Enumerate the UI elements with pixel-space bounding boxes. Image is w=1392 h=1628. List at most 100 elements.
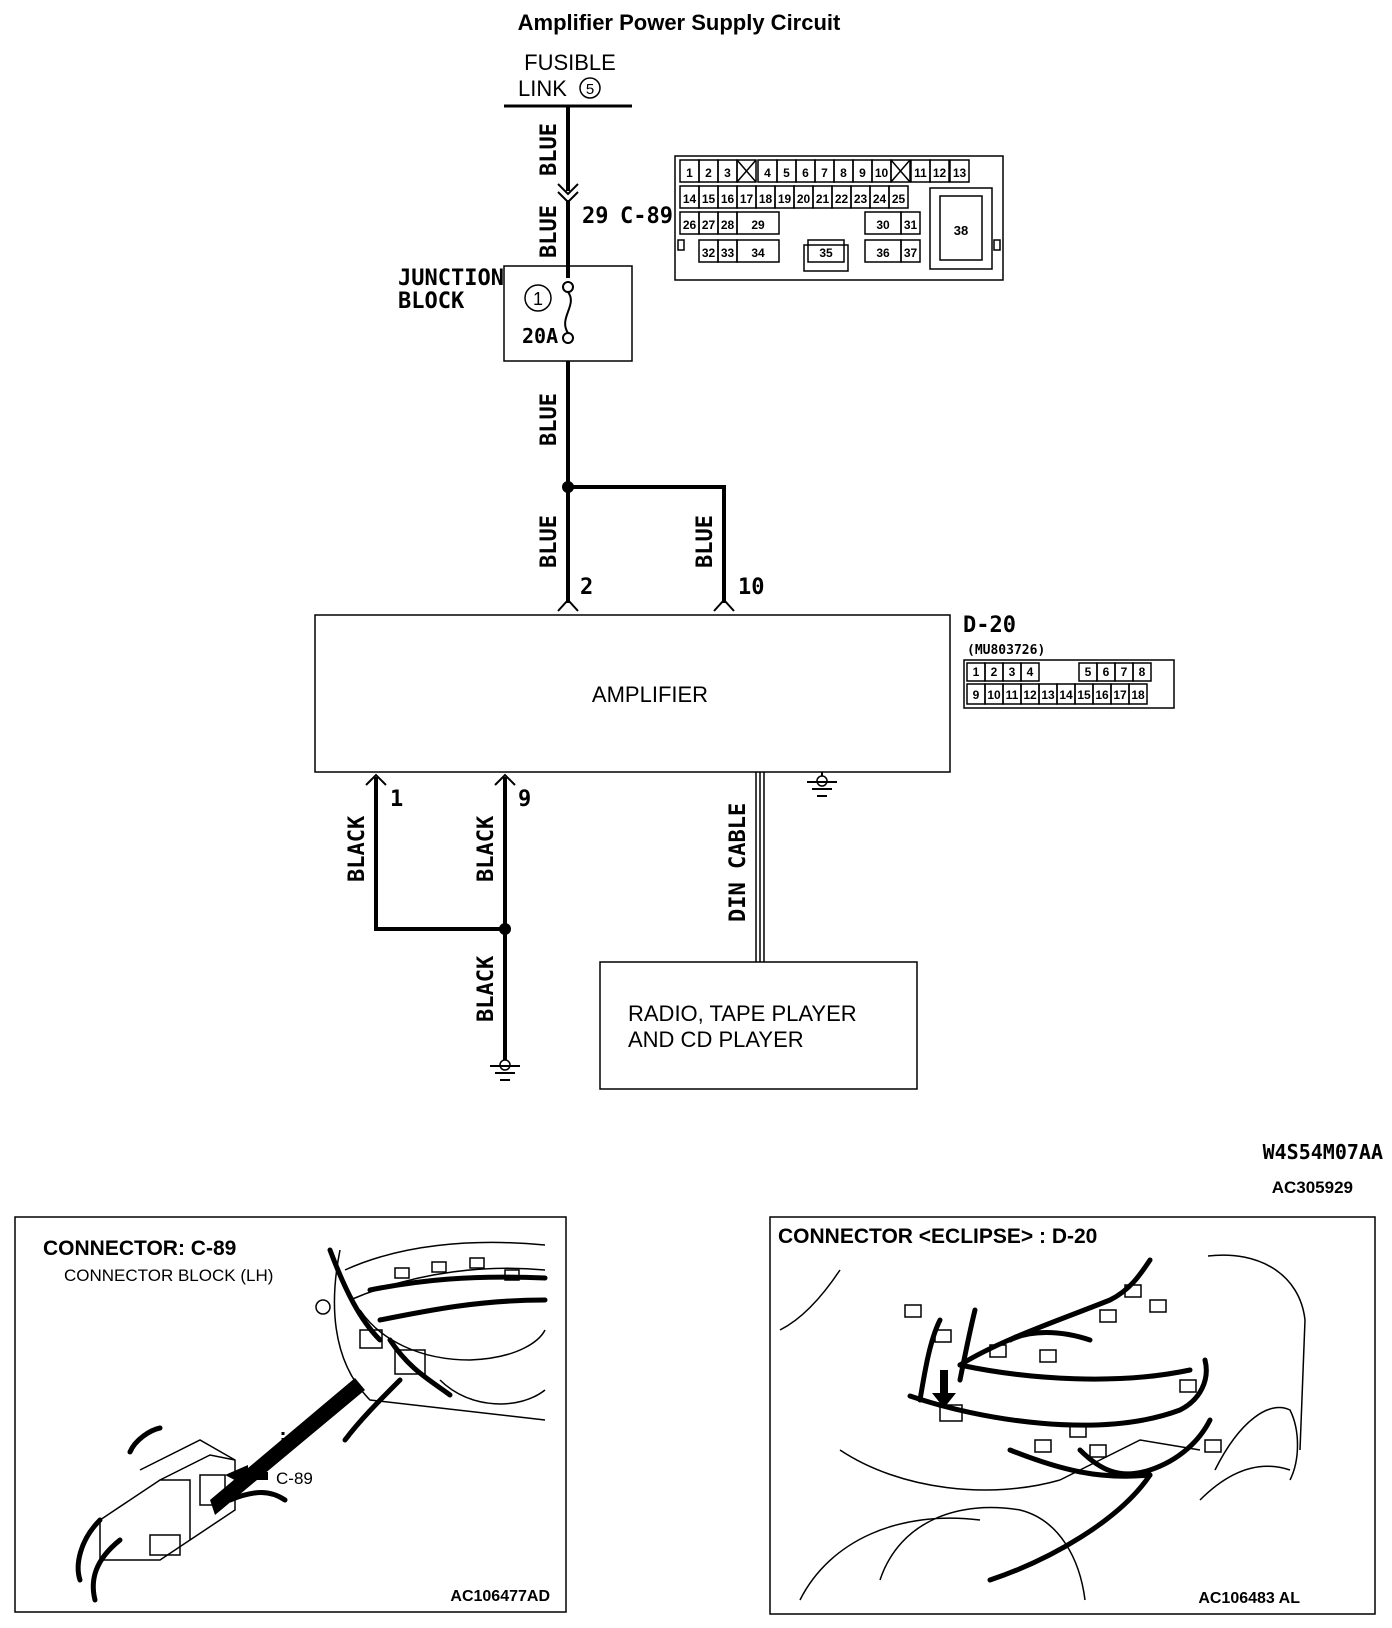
connector-pin-number: 25 (892, 192, 906, 206)
connector-pin-number: 9 (973, 688, 980, 702)
connector-pin-number: 4 (1027, 665, 1034, 679)
connector-pin-number: 32 (702, 246, 716, 260)
wire-label-blue-1: BLUE (537, 123, 562, 176)
d20-part-number: (MU803726) (967, 643, 1045, 658)
d20-connector-face (963, 659, 1175, 709)
connector-pin-number: 16 (721, 192, 735, 206)
radio-box-line2: AND CD PLAYER (628, 1027, 804, 1052)
panel-d20-title: CONNECTOR <ECLIPSE> : D-20 (778, 1225, 1097, 1248)
amplifier-box (314, 614, 951, 773)
diagram-code: W4S54M07AA (1263, 1140, 1383, 1164)
connector-pin-number: 26 (683, 218, 697, 232)
connector-pin-number: 27 (702, 218, 716, 232)
connector-pin-cell (736, 239, 780, 263)
connector-pin-number: 35 (819, 246, 833, 260)
connector-pin-number: 17 (740, 192, 754, 206)
connector-pin-number: 29 (751, 218, 765, 232)
blue-wire-lower: BLUE BLUE BLUE (537, 361, 735, 612)
connector-pin-number: 1 (686, 166, 693, 180)
radio-box-line1: RADIO, TAPE PLAYER (628, 1001, 857, 1026)
junction-block-line2: BLOCK (398, 289, 465, 314)
connector-pin-number: 7 (821, 166, 828, 180)
wire-label-black-2: BLACK (474, 815, 499, 882)
d20-label: D-20 (963, 613, 1016, 638)
connector-pin-number: 24 (873, 192, 887, 206)
connector-pin-number: 36 (876, 246, 890, 260)
connector-pin-cell (1020, 662, 1040, 682)
black-wires: BLACK BLACK BLACK (345, 773, 516, 1060)
d20-arrow-icon (932, 1370, 956, 1408)
wire-label-black-1: BLACK (345, 815, 370, 882)
fusible-link-number: 5 (586, 81, 594, 98)
connector-pin-cell (949, 159, 970, 183)
panel-d20-code: AC106483 AL (1198, 1590, 1300, 1607)
connector-pin-number: 6 (802, 166, 809, 180)
panel-c89-code: AC106477AD (450, 1588, 550, 1605)
amp-pin-1: 1 (390, 787, 403, 812)
panel-c89-subtitle: CONNECTOR BLOCK (LH) (64, 1266, 273, 1285)
connector-pin-number: 2 (991, 665, 998, 679)
connector-pin-number: 6 (1103, 665, 1110, 679)
fuse-terminal-top (562, 281, 574, 293)
connector-pin-number: 23 (854, 192, 868, 206)
connector-pin-number: 19 (778, 192, 792, 206)
wire-label-blue-2: BLUE (537, 205, 562, 258)
connector-pin-number: 10 (987, 688, 1001, 702)
connector-blank-cell (890, 159, 911, 183)
connector-pin-number: 3 (1009, 665, 1016, 679)
fuse-rating: 20A (522, 324, 558, 348)
connector-pin-number: 37 (904, 246, 918, 260)
connector-pin-number: 13 (1041, 688, 1055, 702)
connector-pin-number: 20 (797, 192, 811, 206)
radio-box (599, 961, 918, 1090)
panel-c89: CONNECTOR: C-89 CONNECTOR BLOCK (LH) AC1… (14, 1216, 567, 1613)
connector-pin-number: 31 (904, 218, 918, 232)
diagram-title: Amplifier Power Supply Circuit (518, 10, 841, 35)
c89-pin-38: 38 (954, 223, 968, 238)
connector-pin-number: 18 (759, 192, 773, 206)
connector-pin-number: 9 (859, 166, 866, 180)
connector-blank-cell (736, 159, 757, 183)
fusible-link: FUSIBLE LINK 5 (504, 50, 632, 108)
din-cable: DIN CABLE (726, 772, 765, 962)
connector-pin-number: 16 (1095, 688, 1109, 702)
harness-illustration (904, 1257, 1222, 1583)
panel-c89-title: CONNECTOR: C-89 (43, 1237, 236, 1260)
connector-pin-number: 15 (1077, 688, 1091, 702)
connector-pin-cell (929, 159, 950, 183)
connector-pin-number: 12 (1023, 688, 1037, 702)
wire-label-blue-3: BLUE (537, 393, 562, 446)
connector-pin-number: 5 (1085, 665, 1092, 679)
connector-pin-cell (900, 239, 921, 263)
connector-pin-number: 4 (764, 166, 771, 180)
wire-label-din-cable: DIN CABLE (726, 803, 751, 922)
connector-pin-cell (1132, 662, 1152, 682)
connector-pin-number: 15 (702, 192, 716, 206)
connector-pin-number: 7 (1121, 665, 1128, 679)
connector-pin-number: 30 (876, 218, 890, 232)
connector-pin-number: 12 (933, 166, 947, 180)
wire-label-blue-5: BLUE (693, 515, 718, 568)
connector-pin-number: 5 (783, 166, 790, 180)
connector-pin-cell (1128, 683, 1148, 705)
c89-connector-label: C-89 (620, 204, 673, 229)
wire-label-black-3: BLACK (474, 955, 499, 1022)
fusible-link-number-circle (579, 77, 601, 99)
fuse-number: 1 (533, 289, 543, 309)
amp-pin-9: 9 (518, 787, 531, 812)
c89-arrow-icon (225, 1465, 268, 1487)
connector-pin-number: 22 (835, 192, 849, 206)
connector-pin-number: 13 (953, 166, 967, 180)
connector-pin-number: 17 (1113, 688, 1127, 702)
dashboard-illustration (315, 1241, 548, 1443)
connector-pin-number: 8 (840, 166, 847, 180)
junction-block: JUNCTION BLOCK 1 20A (398, 265, 633, 362)
panel-d20: CONNECTOR <ECLIPSE> : D-20 AC106483 AL (769, 1216, 1376, 1615)
connector-pin-number: 10 (875, 166, 889, 180)
connector-pin-number: 14 (1059, 688, 1073, 702)
fuse-terminal-bottom (562, 332, 574, 344)
